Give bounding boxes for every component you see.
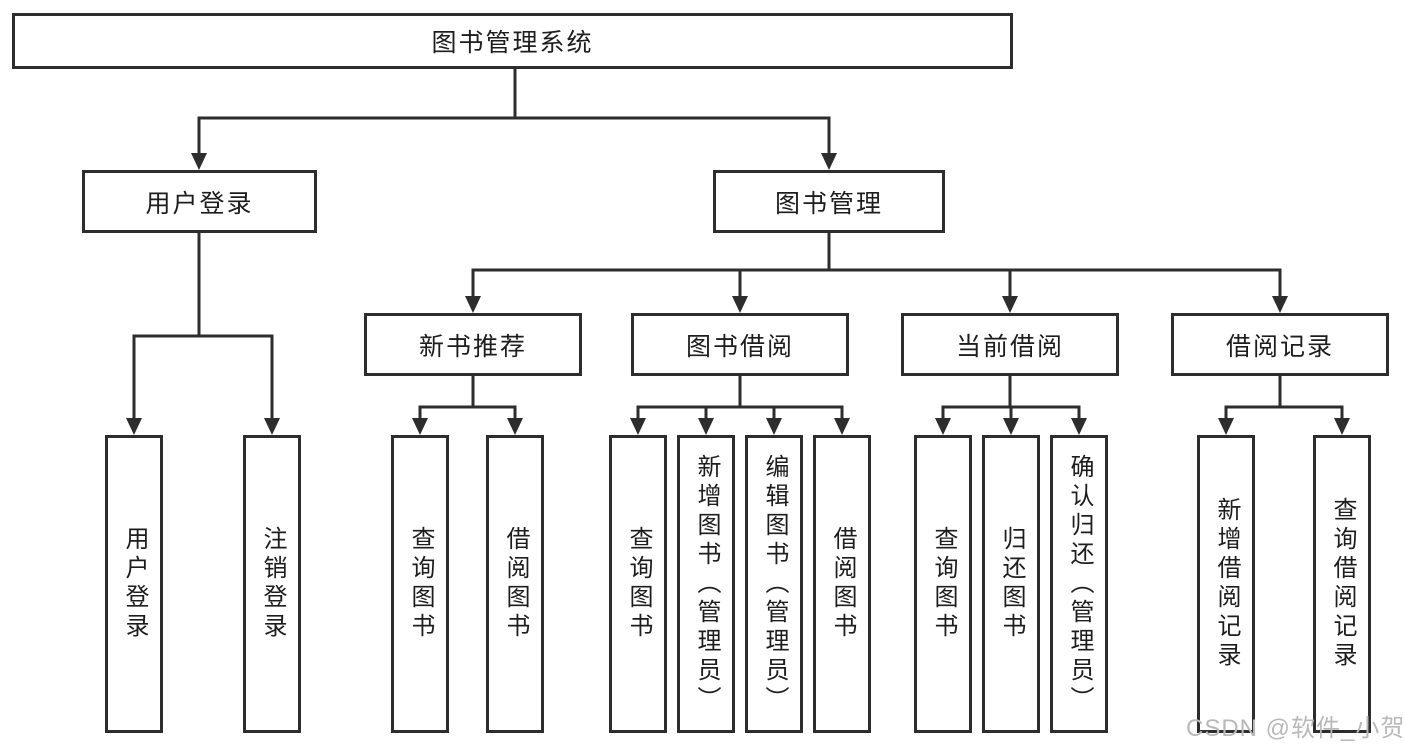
node-label: 图书管理 xyxy=(774,189,883,218)
leaf-borrow-books: 借阅图书 xyxy=(813,435,871,733)
node-label: 借阅记录 xyxy=(1225,332,1334,361)
leaf-label: 新增图书（管理员） xyxy=(693,453,720,715)
leaf-label: 查询图书 xyxy=(930,526,957,642)
leaf-query-books-borrow: 查询图书 xyxy=(609,435,667,733)
node-user-login: 用户登录 xyxy=(82,170,317,233)
node-new-book-recommend: 新书推荐 xyxy=(364,313,582,376)
leaf-borrow-books-recommend: 借阅图书 xyxy=(486,435,544,733)
node-label: 当前借阅 xyxy=(955,332,1064,361)
leaf-label: 新增借阅记录 xyxy=(1213,497,1240,671)
leaf-label: 注销登录 xyxy=(259,526,286,642)
node-book-management: 图书管理 xyxy=(713,170,945,233)
node-current-borrow: 当前借阅 xyxy=(901,313,1119,376)
leaf-query-books-recommend: 查询图书 xyxy=(391,435,449,733)
watermark: CSDN @软件_小贺同学 xyxy=(1186,715,1405,742)
leaf-label: 借阅图书 xyxy=(502,526,529,642)
leaf-label: 查询图书 xyxy=(625,526,652,642)
leaf-return-book: 归还图书 xyxy=(982,435,1040,733)
leaf-label: 查询图书 xyxy=(407,526,434,642)
node-label: 用户登录 xyxy=(145,189,254,218)
leaf-label: 借阅图书 xyxy=(829,526,856,642)
leaf-add-borrow-record: 新增借阅记录 xyxy=(1197,435,1255,733)
leaf-label: 编辑图书（管理员） xyxy=(761,453,788,715)
leaf-query-books-current: 查询图书 xyxy=(914,435,972,733)
node-library-system: 图书管理系统 xyxy=(12,13,1013,69)
leaf-add-book-admin: 新增图书（管理员） xyxy=(677,435,735,733)
node-label: 图书管理系统 xyxy=(431,29,594,57)
leaf-label: 确认归还（管理员） xyxy=(1066,453,1093,715)
leaf-confirm-return-admin: 确认归还（管理员） xyxy=(1050,435,1108,733)
node-label: 新书推荐 xyxy=(418,332,527,361)
leaf-label: 用户登录 xyxy=(121,526,148,642)
leaf-query-borrow-record: 查询借阅记录 xyxy=(1313,435,1371,733)
leaf-edit-book-admin: 编辑图书（管理员） xyxy=(745,435,803,733)
node-label: 图书借阅 xyxy=(685,332,794,361)
arrowheads xyxy=(126,153,1350,435)
leaf-logout: 注销登录 xyxy=(243,435,301,733)
leaf-label: 查询借阅记录 xyxy=(1329,497,1356,671)
leaf-label: 归还图书 xyxy=(998,526,1025,642)
leaf-user-login: 用户登录 xyxy=(105,435,163,733)
node-book-borrow: 图书借阅 xyxy=(631,313,849,376)
node-borrow-records: 借阅记录 xyxy=(1171,313,1389,376)
